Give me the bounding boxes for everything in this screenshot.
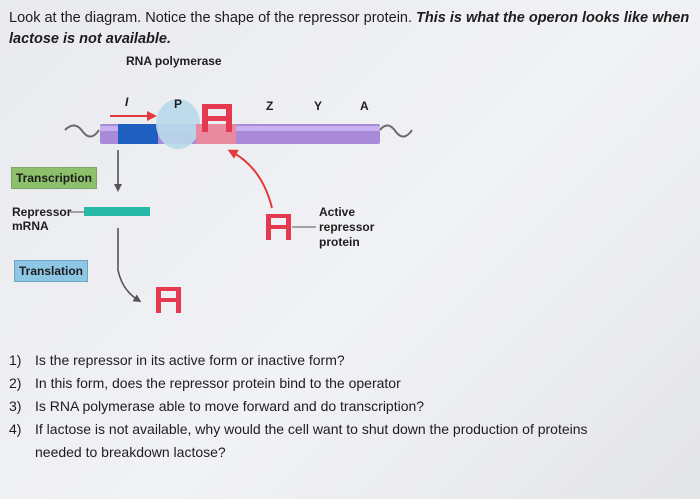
question-list: 1) Is the repressor in its active form or…: [9, 349, 699, 464]
active-repressor: [266, 214, 291, 240]
question-number: 3): [9, 398, 22, 414]
question-text: Is the repressor in its active form or i…: [35, 352, 345, 368]
question-text: Is RNA polymerase able to move forward a…: [35, 398, 425, 414]
question-1: 1) Is the repressor in its active form or…: [9, 349, 699, 372]
question-4: 4) If lactose is not available, why would…: [9, 418, 699, 441]
repressor-binding-arrow: [227, 149, 273, 209]
question-4-continued: needed to breakdown lactose?: [9, 441, 699, 464]
instructions: Look at the diagram. Notice the shape of…: [9, 8, 694, 50]
active-repressor-label-line1: Active: [319, 205, 356, 219]
rna-polymerase: [156, 99, 200, 149]
dna-strand-highlight: [100, 126, 380, 131]
question-2: 2) In this form, does the repressor prote…: [9, 372, 699, 395]
active-repressor-label: Active repressor protein: [319, 205, 374, 250]
active-repressor-label-line3: protein: [319, 235, 360, 249]
repressor-mrna-label: Repressor mRNA: [12, 205, 71, 233]
gene-z-label: Z: [266, 99, 274, 113]
question-number: 2): [9, 375, 22, 391]
rna-polymerase-label: RNA polymerase: [126, 54, 222, 68]
dna-squiggle-right: [379, 124, 413, 138]
translated-repressor: [156, 287, 181, 313]
question-text: needed to breakdown lactose?: [35, 444, 226, 460]
bound-repressor: [202, 104, 232, 132]
gene-a-label: A: [360, 99, 369, 113]
question-number: [9, 441, 35, 464]
instructions-emphasis: This is what the operon looks like when …: [9, 10, 690, 47]
gene-i-label: I: [125, 95, 129, 109]
repressor-mrna-label-line1: Repressor: [12, 205, 72, 219]
question-number: 4): [9, 421, 22, 437]
promoter-label: P: [174, 97, 183, 111]
question-text: If lactose is not available, why would t…: [35, 421, 588, 437]
question-number: 1): [9, 352, 22, 368]
question-3: 3) Is RNA polymerase able to move forward…: [9, 395, 699, 418]
question-text: In this form, does the repressor protein…: [35, 375, 401, 391]
gene-y-label: Y: [314, 99, 323, 113]
repressor-gene-i: [118, 124, 158, 144]
transcription-label: Transcription: [11, 167, 98, 189]
instructions-text: Look at the diagram. Notice the shape of…: [9, 10, 417, 26]
translation-label: Translation: [14, 260, 89, 282]
repressor-mrna-label-line2: mRNA: [12, 219, 49, 233]
active-repressor-label-line2: repressor: [319, 220, 375, 234]
dna-squiggle-left: [64, 124, 100, 138]
repressor-mrna-strand: [84, 207, 150, 216]
translation-arrow: [117, 228, 142, 303]
